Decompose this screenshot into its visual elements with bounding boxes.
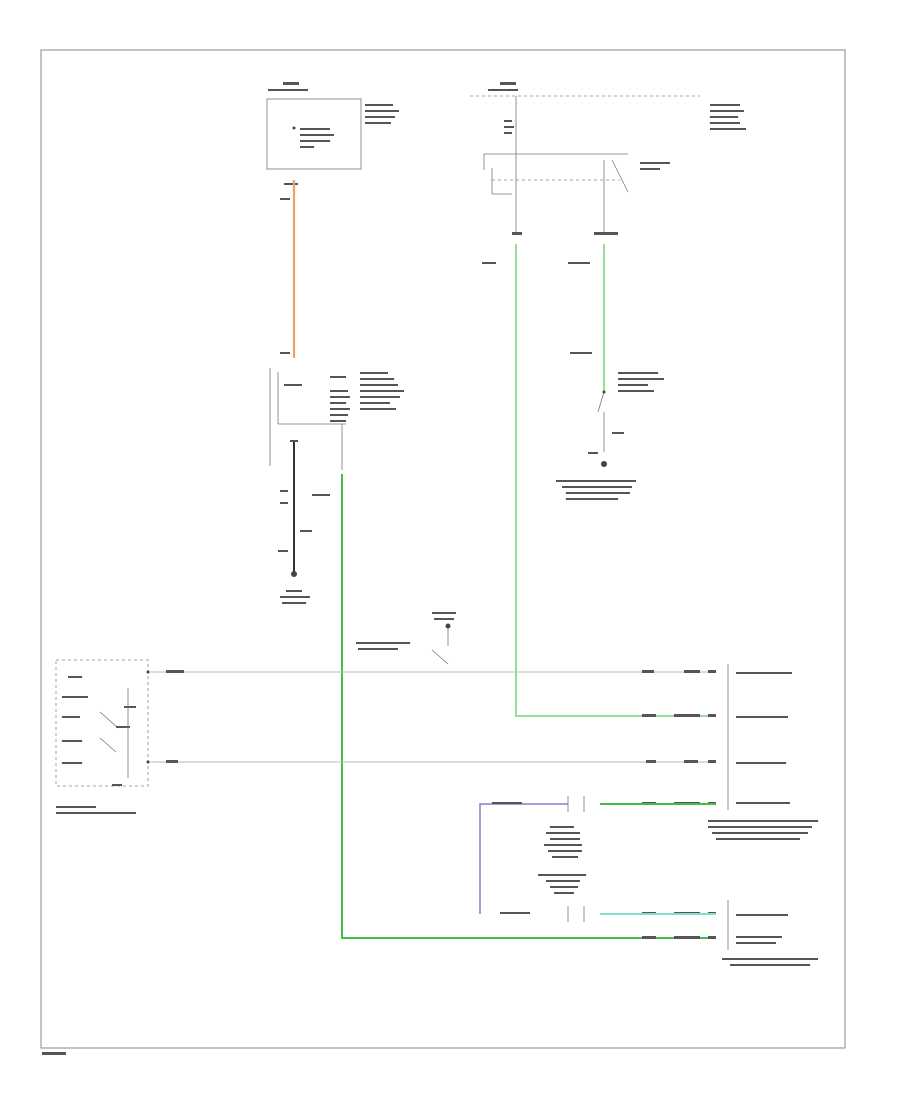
top-left-component [266, 82, 399, 170]
inline-connector-1 [479, 796, 716, 914]
right-module-top [708, 664, 818, 840]
inline-connector-2 [500, 874, 716, 922]
diagram-frame [40, 49, 846, 1049]
right-module-bottom [722, 900, 818, 966]
center-switch [356, 612, 456, 665]
top-right-fuse-relay [470, 82, 746, 232]
left-mode-switch [55, 659, 150, 814]
middle-right-switch [556, 372, 664, 500]
ground-left [278, 440, 312, 604]
green-wire-left-long [341, 474, 716, 939]
middle-left-module [269, 368, 404, 470]
